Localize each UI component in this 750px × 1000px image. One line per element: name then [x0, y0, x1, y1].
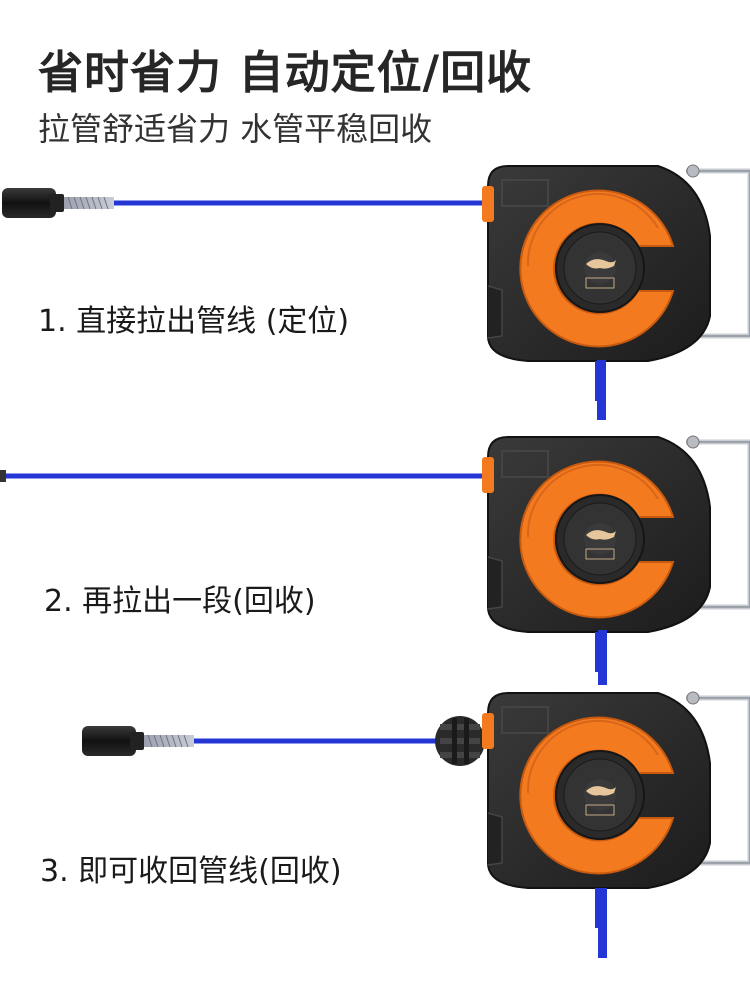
page-subtitle: 拉管舒适省力 水管平稳回收: [38, 110, 433, 148]
nozzle-1-icon: [1, 187, 115, 219]
hose-stopper-icon: [435, 716, 485, 766]
step-3-label: 3. 即可收回管线(回收): [40, 854, 342, 889]
reel-scene-3: [81, 692, 750, 958]
hose-drop-2: [598, 630, 607, 685]
step-2-label: 2. 再拉出一段(回收): [44, 584, 316, 619]
step-1-label: 1. 直接拉出管线 (定位): [38, 304, 350, 339]
page-title: 省时省力 自动定位/回收: [38, 46, 533, 99]
nozzle-3-icon: [81, 725, 195, 757]
hose-reel-2-icon: [482, 436, 750, 672]
hose-reel-1-icon: [482, 165, 750, 401]
hose-reel-3-icon: [482, 692, 750, 928]
reel-scene-2: [0, 436, 750, 685]
reel-scene-1: [1, 165, 750, 420]
hose-drop-1: [597, 360, 606, 420]
hose-drop-3: [598, 888, 607, 958]
